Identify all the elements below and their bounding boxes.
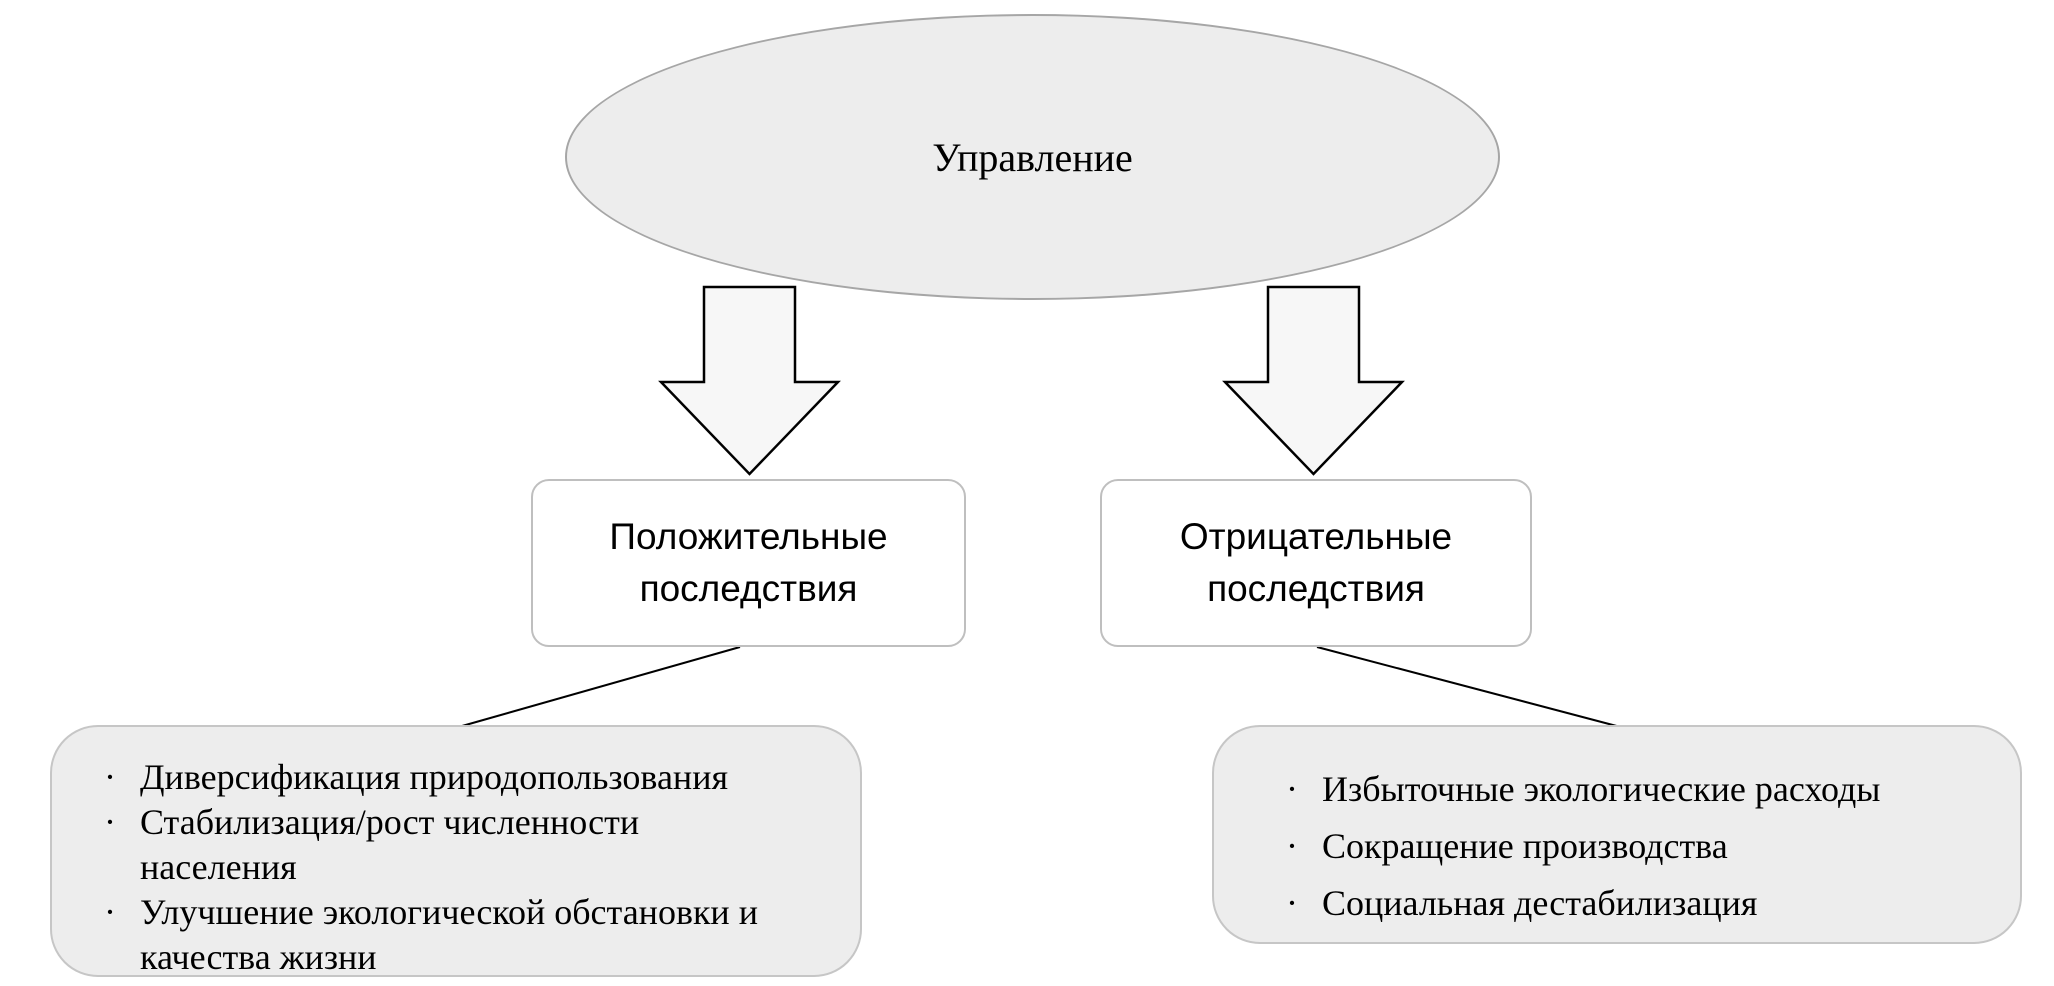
- root-node: Управление: [565, 14, 1500, 300]
- list-item-text: Избыточные экологические расходы: [1322, 769, 1881, 809]
- root-label: Управление: [932, 134, 1133, 180]
- list-item: · Диверсификация природопользования: [104, 755, 800, 800]
- branch-title-negative: Отрицательные последствия: [1179, 516, 1453, 609]
- branch-title-box-negative: Отрицательные последствия: [1100, 479, 1532, 647]
- bullet-marker: ·: [1286, 883, 1298, 923]
- branch-title-positive: Положительные последствия: [609, 516, 888, 609]
- list-item: · Социальная дестабилизация: [1286, 881, 2000, 926]
- bullet-marker: ·: [104, 892, 116, 932]
- negative-consequences-box: · Избыточные экологические расходы · Сок…: [1212, 725, 2022, 944]
- list-item-text: Улучшение экологической обстановки и кач…: [140, 892, 758, 977]
- down-arrow-icon: [658, 285, 841, 476]
- positive-consequences-box: · Диверсификация природопользования · Ст…: [50, 725, 862, 977]
- down-arrow-shape: [658, 285, 841, 476]
- connector-line-right: [1316, 646, 1629, 730]
- list-item: · Сокращение производства: [1286, 824, 2000, 869]
- list-item-text: Сокращение производства: [1322, 826, 1728, 866]
- bullet-marker: ·: [1286, 769, 1298, 809]
- list-item-text: Диверсификация природопользования: [140, 757, 729, 797]
- connector-line-left: [454, 646, 741, 729]
- list-item: · Улучшение экологической обстановки и к…: [104, 890, 800, 980]
- bullet-marker: ·: [104, 802, 116, 842]
- branch-title-box-positive: Положительные последствия: [531, 479, 966, 647]
- down-arrow-shape: [1222, 285, 1405, 476]
- list-item: · Избыточные экологические расходы: [1286, 767, 2000, 812]
- list-item: · Стабилизация/рост численности населени…: [104, 800, 800, 890]
- down-arrow-icon: [1222, 285, 1405, 476]
- list-item-text: Социальная дестабилизация: [1322, 883, 1758, 923]
- bullet-marker: ·: [1286, 826, 1298, 866]
- list-item-text: Стабилизация/рост численности населения: [140, 802, 640, 887]
- bullet-marker: ·: [104, 757, 116, 797]
